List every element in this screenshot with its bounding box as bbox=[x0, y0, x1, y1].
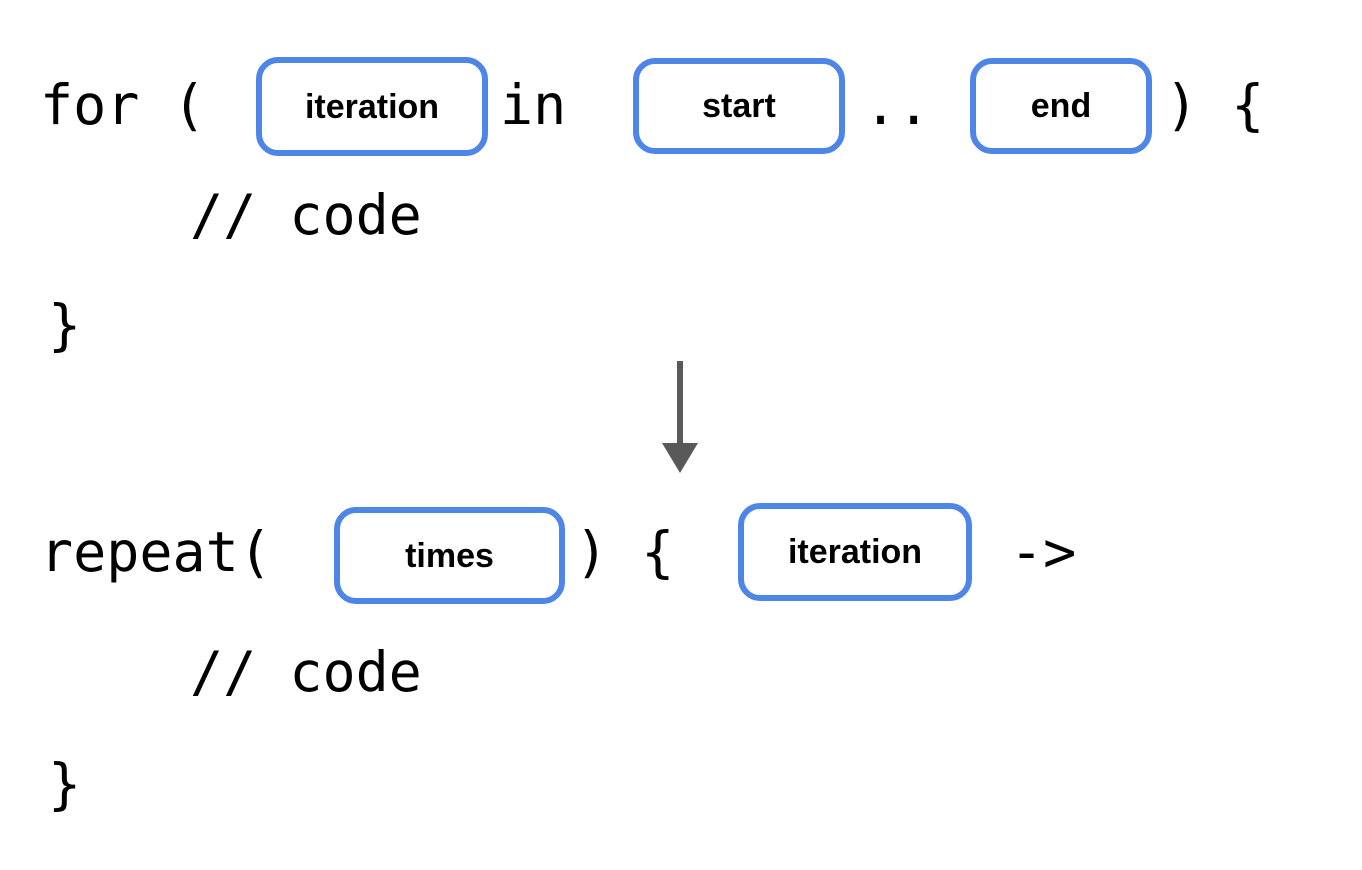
chip-iteration-top[interactable]: iteration bbox=[256, 57, 488, 156]
comment-code-top: // code bbox=[190, 183, 422, 247]
keyword-for: for ( bbox=[40, 73, 206, 137]
chip-iteration-bottom[interactable]: iteration bbox=[738, 503, 972, 601]
chip-iteration-top-label: iteration bbox=[304, 87, 440, 126]
lambda-arrow: -> bbox=[1010, 520, 1077, 584]
chip-start-label: start bbox=[702, 87, 776, 125]
keyword-in: in bbox=[500, 73, 567, 137]
arrow-head bbox=[662, 443, 698, 473]
closing-brace-top: } bbox=[48, 293, 82, 357]
for-line-closing: ) { bbox=[1165, 73, 1265, 137]
closing-brace-bottom: } bbox=[48, 752, 82, 816]
chip-iteration-bottom-label: iteration bbox=[787, 533, 923, 571]
chip-end[interactable]: end bbox=[970, 58, 1152, 154]
range-operator: .. bbox=[864, 73, 931, 137]
transform-arrow bbox=[645, 355, 715, 480]
repeat-line-middle: ) { bbox=[575, 520, 675, 584]
chip-start[interactable]: start bbox=[633, 58, 845, 154]
chip-times[interactable]: times bbox=[334, 507, 565, 604]
keyword-repeat: repeat( bbox=[40, 520, 272, 584]
chip-end-label: end bbox=[1030, 87, 1092, 125]
chip-times-label: times bbox=[405, 536, 494, 575]
comment-code-bottom: // code bbox=[190, 640, 422, 704]
